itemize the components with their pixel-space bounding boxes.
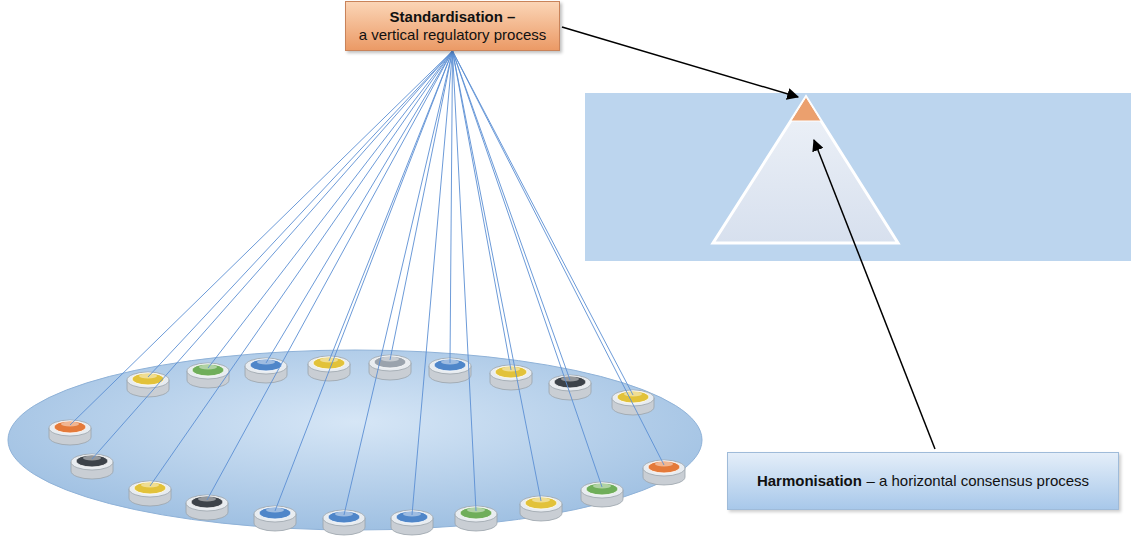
puck [612, 390, 654, 415]
leader-arrow [562, 27, 798, 97]
puck [186, 495, 228, 520]
fan-line [453, 51, 571, 380]
puck [254, 506, 296, 531]
puck [129, 481, 171, 506]
fan-line [453, 51, 634, 395]
fan-line [207, 51, 453, 500]
puck [49, 420, 91, 445]
puck [71, 454, 113, 479]
background-band [585, 93, 1131, 261]
puck [643, 460, 685, 485]
fan-line [150, 51, 453, 486]
puck [187, 363, 229, 388]
fan-line [70, 51, 453, 425]
fan-line [453, 51, 603, 487]
fan-lines [70, 51, 664, 515]
pyramid-tip [791, 97, 821, 121]
puck [308, 356, 350, 381]
box-text: – a horizontal consensus process [866, 472, 1089, 490]
harmonisation-box: Harmonisation– a horizontal consensus pr… [727, 452, 1119, 510]
fan-line [92, 51, 453, 459]
leader-arrow [814, 140, 935, 449]
puck [245, 358, 287, 383]
platter [8, 350, 702, 530]
fan-line [453, 51, 542, 501]
fan-line [390, 51, 453, 360]
box-heading: Harmonisation [757, 472, 862, 490]
fan-line [148, 51, 453, 377]
fan-line [412, 51, 453, 515]
fan-line [450, 51, 453, 363]
puck-group [49, 355, 685, 535]
puck [127, 372, 169, 397]
fan-line [453, 51, 512, 370]
box-heading: Standardisation – [390, 8, 516, 26]
fan-line [453, 51, 665, 465]
fan-line [453, 51, 477, 511]
box-text: a vertical regulatory process [359, 26, 547, 44]
pyramid [713, 97, 898, 243]
fan-line [266, 51, 453, 363]
fan-line [275, 51, 453, 511]
standardisation-box: Standardisation –a vertical regulatory p… [345, 1, 560, 51]
fan-line [344, 51, 453, 515]
